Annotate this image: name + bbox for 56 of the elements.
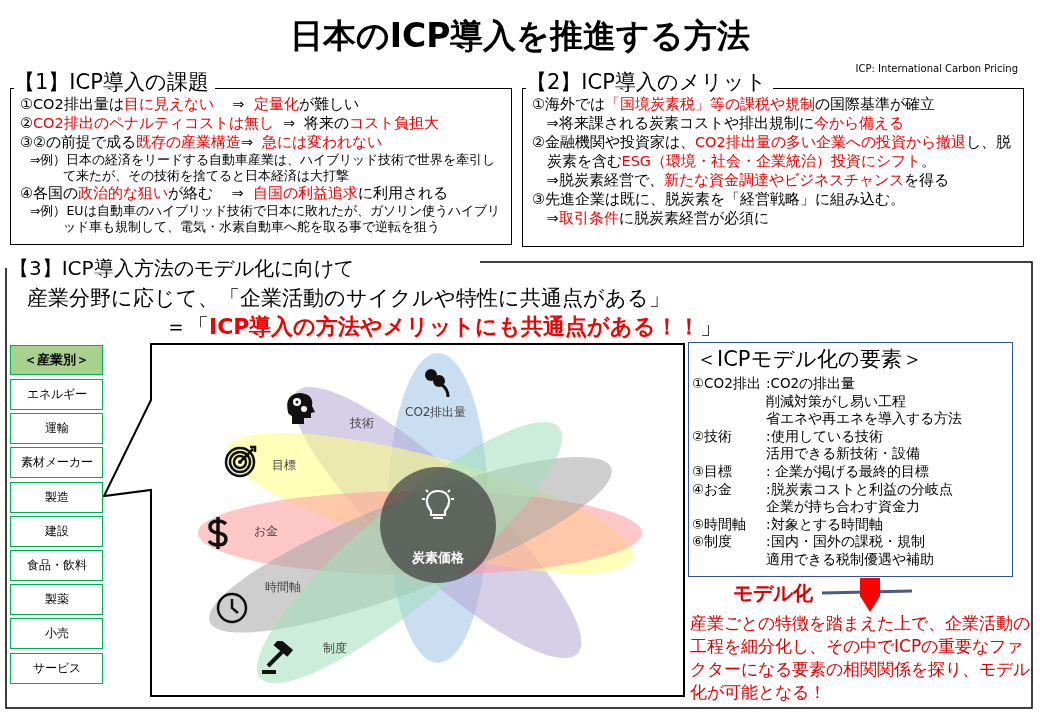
petal-label: 技術	[350, 415, 374, 432]
element-text: :対象とする時間軸	[766, 515, 883, 534]
bullet-text: ②CO2排出のペナルティコストは無し ⇒ 将来のコスト負担大	[20, 114, 441, 133]
bullet-text: ⇒例）EUは自動車のハイブリッド技術で日本に敗れたが、ガソリン使うハイブリッド車も規制して、電気・水素自動車へ舵を取る事で逆転を狙う	[29, 203, 501, 235]
element-text: ③目標	[692, 463, 733, 481]
bullet-text: ⇒取引条件に脱炭素経営が必須に	[545, 209, 770, 228]
industry-box: 建設	[10, 515, 103, 547]
bullet-text: ⇒将来課される炭素コストや排出規制に今から備える	[545, 114, 905, 133]
page-title: 日本のICP導入を推進する方法	[288, 15, 752, 57]
element-text: :脱炭素コストと利益の分岐点	[766, 480, 953, 499]
element-text: ②技術	[692, 427, 733, 446]
bullet-text: ①海外では「国境炭素税」等の課税や規制の国際基準が確立	[532, 95, 936, 114]
bullet-text: ①CO2排出量は目に見えない ⇒ 定量化が難しい	[20, 95, 360, 114]
industry-box: サービス	[10, 652, 103, 684]
element-text: 活用できる新技術・設備	[766, 445, 920, 464]
petal-label: 時間軸	[265, 579, 301, 596]
bullet-text: ②金融機関や投資家は、CO2排出量の多い企業への投資から撤退し、脱炭素を含むESG（環境・社会・企業統治）投資にシフト。	[532, 133, 1012, 171]
bullet-text: ④各国の政治的な狙いが絡む ⇒ 自国の利益追求に利用される	[20, 184, 449, 203]
element-text: ⑥制度	[692, 533, 733, 552]
petal-label: お金	[254, 523, 278, 540]
element-text: : 企業が掲げる最終的目標	[766, 463, 929, 481]
block-arrow	[860, 578, 880, 612]
industry-box: 製造	[10, 481, 103, 513]
section-heading: 【1】ICP導入の課題	[14, 68, 215, 96]
subheading-text: 産業分野に応じて、「企業活動のサイクルや特性に共通点がある」	[27, 285, 670, 312]
industry-box: 小売	[10, 618, 103, 650]
element-text: :使用している技術	[766, 427, 883, 446]
conclusion-text: 産業ごとの特徴を踏まえた上で、企業活動の工程を細分化し、その中でICPの重要なファクターになる要素の相関関係を探り、モデル化が可能となる！	[690, 612, 1031, 704]
industry-box: 食品・飲料	[10, 550, 103, 581]
section-heading: 【2】ICP導入のメリット	[526, 68, 773, 96]
bullet-text: ⇒脱炭素経営で、新たな資金調達やビジネスチャンスを得る	[545, 171, 950, 190]
bullet-text: ⇒例）日本の経済をリードする自動車産業は、ハイブリッド技術で世界を牽引して来たが、その技術を捨てると日本経済は大打撃	[29, 152, 497, 184]
category-header: ＜産業別＞	[10, 345, 103, 375]
panel-heading: ＜ICPモデル化の要素＞	[696, 346, 923, 373]
industry-box: エネルギー	[10, 379, 103, 410]
section-heading: 【3】ICP導入方法のモデル化に向けて	[9, 255, 354, 282]
subheading-text: ＝「ICP導入の方法やメリットにも共通点がある！！」	[165, 313, 723, 341]
element-text: :国内・国外の課税・規制	[766, 533, 925, 552]
petal-label: CO2排出量	[405, 404, 467, 421]
petal-label: 目標	[272, 457, 296, 474]
element-text: ①CO2排出	[692, 375, 761, 393]
petal-label: 制度	[323, 640, 347, 657]
footnote-text: ICP: International Carbon Pricing	[855, 63, 1018, 74]
element-text: ④お金	[692, 480, 733, 499]
industry-box: 運輸	[10, 413, 103, 445]
industry-box: 素材メーカー	[10, 447, 103, 479]
center-label: 炭素価格	[411, 549, 465, 567]
element-text: ⑤時間軸	[692, 515, 747, 534]
bullet-text: ③先進企業は既に、脱炭素を「経営戦略」に組み込む。	[532, 190, 906, 209]
bullet-text: ③②の前提で成る既存の産業構造⇒ 急には変われない	[20, 133, 384, 152]
element-text: 適用できる税制優遇や補助	[766, 551, 934, 569]
element-text: 省エネや再エネを導入する方法	[766, 410, 962, 429]
element-text: :CO2の排出量	[766, 375, 856, 393]
element-text: 削減対策がし易い工程	[766, 392, 906, 411]
industry-box: 製薬	[10, 584, 103, 616]
element-text: 企業が持ち合わす資金力	[766, 498, 920, 517]
